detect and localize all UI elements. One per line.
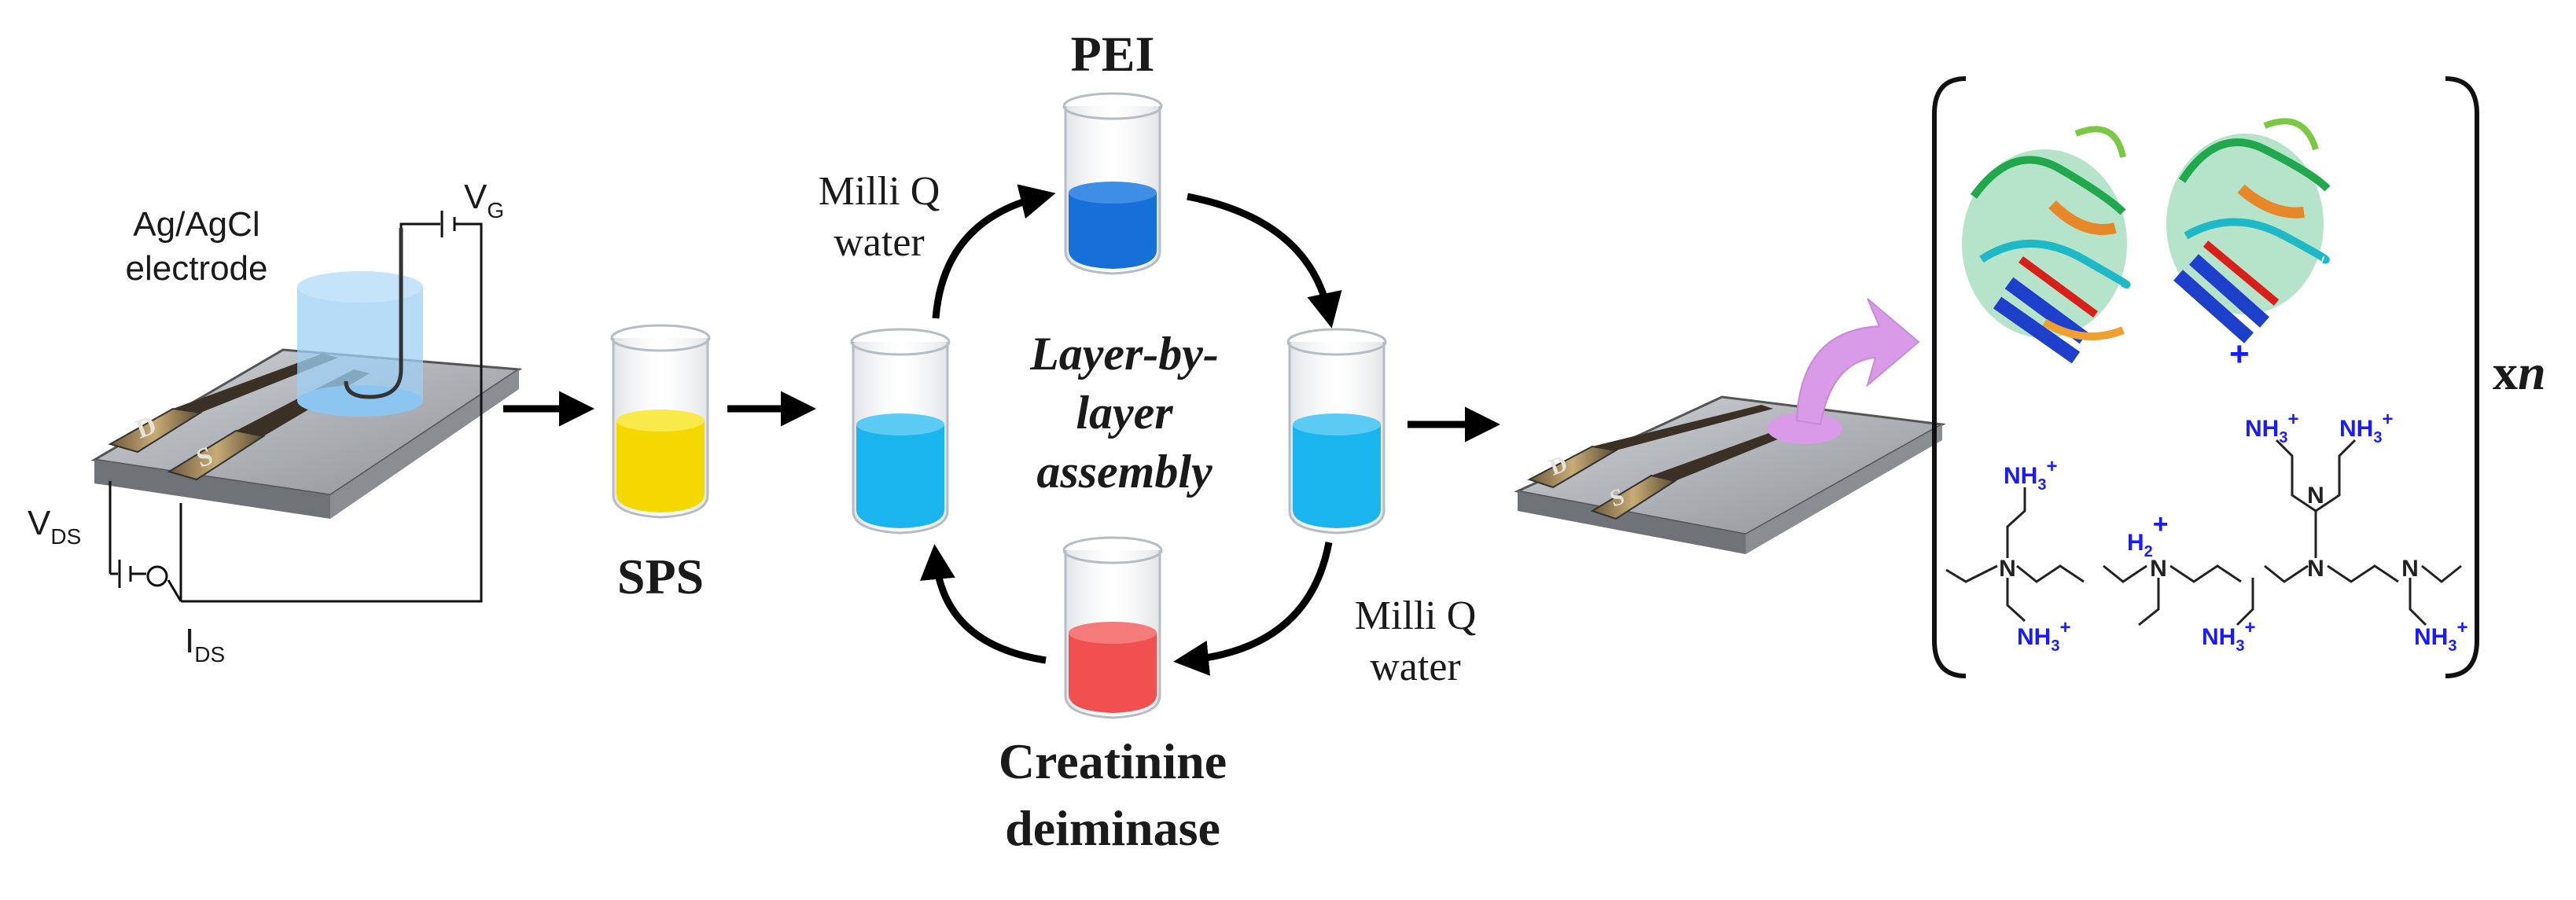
wash-top-label-line1: Milli Q xyxy=(819,169,940,214)
n-atom: N xyxy=(2307,556,2324,582)
n-atom: N xyxy=(2150,556,2167,582)
chip-side xyxy=(94,460,330,519)
enzyme-left xyxy=(1962,126,2131,364)
n-atom: N xyxy=(1999,556,2016,582)
wash-beaker-left xyxy=(850,328,951,534)
right-bracket xyxy=(2445,76,2479,678)
nh3-group: NH3+ xyxy=(2004,456,2057,494)
modified-chip: D S xyxy=(1514,298,1946,554)
h2-group: H2+ xyxy=(2127,509,2169,560)
nh3-group: NH3+ xyxy=(2414,617,2467,655)
plus-charge: + xyxy=(2229,335,2250,373)
cycle-arrow-to-left-wash xyxy=(920,544,1047,664)
nh3-group: NH3+ xyxy=(2245,409,2298,446)
cycle-arrow-to-creatinine xyxy=(1173,542,1333,676)
vds-label: VDS xyxy=(28,504,81,549)
wash-beaker-right xyxy=(1286,328,1387,534)
electrode-label-line1: Ag/AgCl xyxy=(133,205,259,244)
molecular-structure: N N N N N NH3+ NH3+ NH3+ NH3+ NH3+ NH3+ xyxy=(1932,76,2546,678)
amine-labels: N N N N N NH3+ NH3+ NH3+ NH3+ NH3+ NH3+ xyxy=(1999,335,2467,655)
nh3-group: NH3+ xyxy=(2339,409,2393,446)
creatinine-beaker xyxy=(1062,536,1163,719)
electrode-label-line2: electrode xyxy=(125,249,267,288)
n-atom: N xyxy=(2307,483,2324,509)
left-bracket xyxy=(1932,76,1967,678)
nh3-group: NH3+ xyxy=(2202,617,2255,655)
lbl-center-line1: Layer-by- xyxy=(1029,328,1219,380)
enzyme-right xyxy=(2166,118,2331,343)
circuit-wiring xyxy=(109,211,483,603)
fet-device: D S VG VDS xyxy=(28,178,523,667)
cycle-arrow-to-right-wash xyxy=(1187,193,1342,329)
lbl-center-line2: layer xyxy=(1076,387,1173,439)
creatinine-label-line1: Creatinine xyxy=(999,733,1227,789)
film-spot xyxy=(1767,413,1842,444)
ids-label: IDS xyxy=(185,622,225,667)
zoom-pointer-arrow xyxy=(1795,298,1920,426)
sps-beaker xyxy=(610,324,711,519)
vg-label: VG xyxy=(464,178,504,222)
wash-bottom-label-line2: water xyxy=(1370,645,1460,689)
chip-side-right xyxy=(330,369,519,519)
ag-agcl-electrode xyxy=(297,228,423,417)
cycle-arrow-to-pei xyxy=(932,184,1056,319)
lbl-cycle xyxy=(850,92,1387,719)
sps-label: SPS xyxy=(617,549,704,604)
lbl-center-line3: assembly xyxy=(1036,446,1213,498)
drain-electrode xyxy=(108,354,338,454)
pei-backbone xyxy=(1945,439,2462,626)
nh3-group: NH3+ xyxy=(2017,617,2070,655)
n-atom: N xyxy=(2401,556,2419,582)
creatinine-label-line2: deiminase xyxy=(1005,800,1220,856)
wash-top-label-line2: water xyxy=(834,220,924,265)
pei-beaker xyxy=(1062,92,1163,275)
pei-label: PEI xyxy=(1071,26,1155,82)
repeat-label: xn xyxy=(2493,344,2546,400)
wash-bottom-label-line1: Milli Q xyxy=(1355,593,1477,638)
